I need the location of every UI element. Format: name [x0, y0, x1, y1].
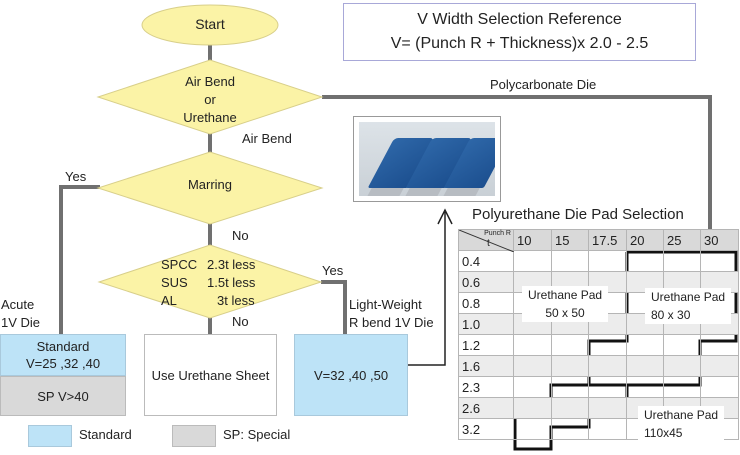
- decision1-text: Air Bend or Urethane: [160, 73, 260, 127]
- corner-cell: Punch R t: [458, 229, 514, 252]
- acute-line1: Acute: [1, 297, 35, 312]
- row-header: 1.2: [458, 334, 514, 356]
- table-row: 2.3: [458, 376, 739, 398]
- column-header: 15: [551, 229, 589, 251]
- region-80x30-label: Urethane Pad 80 x 30: [645, 288, 732, 324]
- row-header: 0.4: [458, 250, 514, 272]
- row-header: 1.0: [458, 313, 514, 335]
- row-header: 0.6: [458, 271, 514, 293]
- standard-v-box: Standard V=25 ,32 ,40: [0, 334, 126, 376]
- acute-die-label: Acute 1V Die: [1, 296, 40, 332]
- decision3-yes-label: Yes: [322, 263, 344, 278]
- polycarbonate-die-label: Polycarbonate Die: [490, 77, 597, 92]
- decision3-row: SUS 1.5t less: [161, 274, 255, 292]
- lightweight-line1: Light-Weight: [349, 297, 422, 312]
- connector-d3-yes: [321, 280, 347, 334]
- region-line1: Urethane Pad: [651, 290, 726, 304]
- row-header: 2.3: [458, 376, 514, 398]
- corner-punch-r: Punch R: [484, 230, 511, 237]
- corner-t: t: [487, 238, 490, 249]
- row-header: 3.2: [458, 418, 514, 440]
- material-label: SPCC: [161, 257, 198, 272]
- standard-box-line1: Standard: [36, 339, 90, 354]
- start-terminator: [141, 4, 279, 46]
- acute-line2: 1V Die: [1, 315, 41, 330]
- urethane-die-photo: [353, 116, 501, 202]
- corner-diagonal: [459, 230, 514, 252]
- decision3-text: SPCC 2.3t less SUS 1.5t less AL 3t less: [161, 256, 255, 310]
- sp-v-box: SP V>40: [0, 376, 126, 416]
- marring-no-label: No: [232, 228, 249, 243]
- table-row: 1.2: [458, 334, 739, 356]
- v-width-reference-box: V Width Selection Reference V= (Punch R …: [343, 3, 696, 61]
- lightweight-line2: R bend 1V Die: [349, 315, 434, 330]
- arrow-to-pad: [407, 212, 446, 366]
- decision1-line1: Air Bend: [185, 74, 235, 89]
- decision-marring: [96, 151, 324, 225]
- limit-label: 3t less: [217, 293, 255, 308]
- decision-material-thickness: [97, 244, 323, 319]
- decision1-line2: or: [204, 92, 216, 107]
- pad-table-title: Polyurethane Die Pad Selection: [472, 206, 684, 223]
- column-header: 20: [626, 229, 664, 251]
- urethane-sheet-box: Use Urethane Sheet: [144, 334, 277, 416]
- limit-label: 2.3t less: [207, 257, 256, 272]
- table-row: 0.4: [458, 250, 739, 272]
- region-50x50-label: Urethane Pad 50 x 50: [522, 286, 609, 322]
- table-row: 1.6: [458, 355, 739, 377]
- material-label: SUS: [161, 275, 188, 290]
- standard-box-line2: V=25 ,32 ,40: [25, 356, 101, 371]
- decision1-line3: Urethane: [183, 110, 237, 125]
- region-line1: Urethane Pad: [644, 408, 719, 422]
- arrow-head-icon: [437, 208, 453, 225]
- decision3-row: SPCC 2.3t less: [161, 256, 255, 274]
- decision3-no-label: No: [232, 314, 249, 329]
- connector-marring-yes: [59, 185, 100, 335]
- column-header: 25: [663, 229, 701, 251]
- table-header-row: Punch R t 10 15 17.5 20 25 30: [458, 229, 739, 252]
- connector-polycarbonate: [322, 95, 712, 230]
- photo-image: [359, 122, 495, 196]
- region-line1: Urethane Pad: [528, 288, 603, 302]
- row-header: 1.6: [458, 355, 514, 377]
- column-header: 30: [700, 229, 739, 251]
- start-label: Start: [195, 16, 225, 32]
- marring-yes-label: Yes: [65, 169, 87, 184]
- column-header: 10: [513, 229, 552, 251]
- row-header: 2.6: [458, 397, 514, 419]
- lightweight-v-box: V=32 ,40 ,50: [294, 334, 408, 416]
- decision2-text: Marring: [187, 177, 233, 192]
- row-header: 0.8: [458, 292, 514, 314]
- region-110x45-label: Urethane Pad 110x45: [638, 406, 725, 442]
- region-line2: 80 x 30: [651, 308, 691, 322]
- column-header: 17.5: [588, 229, 627, 251]
- region-line2: 110x45: [644, 426, 683, 440]
- legend-special-swatch: [172, 425, 216, 447]
- legend-special-label: SP: Special: [223, 427, 291, 442]
- decision3-row: AL 3t less: [161, 292, 255, 310]
- region-line2: 50 x 50: [545, 306, 585, 320]
- material-label: AL: [161, 293, 177, 308]
- legend-standard-swatch: [28, 425, 72, 447]
- air-bend-label: Air Bend: [242, 131, 292, 146]
- legend-standard-label: Standard: [79, 427, 132, 442]
- decision-air-bend-urethane: [96, 59, 324, 135]
- reference-formula: V= (Punch R + Thickness)x 2.0 - 2.5: [390, 35, 649, 52]
- limit-label: 1.5t less: [207, 275, 256, 290]
- lightweight-die-label: Light-Weight R bend 1V Die: [349, 296, 434, 332]
- reference-title: V Width Selection Reference: [417, 11, 622, 28]
